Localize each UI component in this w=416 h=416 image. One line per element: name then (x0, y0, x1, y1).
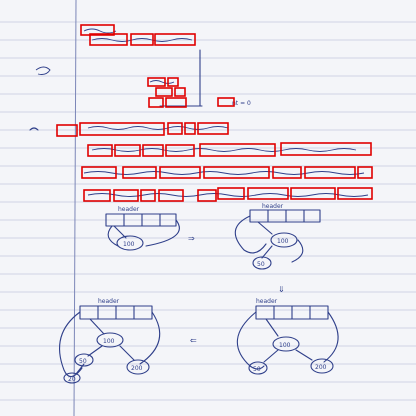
node-200-d-label: 200 (315, 364, 327, 371)
node-100-c-label: 100 (103, 338, 115, 345)
ruled-lines (0, 21, 416, 401)
node-100-a (116, 235, 144, 251)
node-200-c (126, 359, 150, 375)
frag-nt: nt = 0 (232, 100, 251, 107)
header-array-2 (234, 209, 321, 263)
node-200-c-label: 200 (131, 365, 143, 372)
node-100-c (96, 332, 124, 348)
node-100-d (272, 336, 300, 352)
header-array-3 (59, 305, 161, 378)
handwriting-scribbles (35, 28, 369, 197)
header-label-1: header (118, 206, 140, 213)
header-array-4 (236, 305, 339, 370)
arrow-down: ⇓ (278, 285, 285, 294)
node-50-b (252, 256, 272, 270)
node-50-d-label: 50 (253, 366, 261, 373)
node-100-d-label: 100 (279, 342, 291, 349)
node-50-d (248, 361, 268, 375)
margin-line (73, 0, 77, 416)
node-100-b-label: 100 (277, 238, 289, 245)
node-100-b (270, 232, 298, 248)
header-label-3: header (98, 298, 120, 305)
node-50-b-label: 50 (257, 261, 265, 268)
margin-mark (29, 127, 39, 131)
node-200-d (310, 358, 334, 374)
node-20-c (63, 372, 81, 384)
header-array-1 (105, 213, 180, 247)
header-label-4: header (256, 298, 278, 305)
node-50-c-label: 50 (79, 358, 87, 365)
node-50-c (74, 353, 94, 367)
node-20-c-label: 20 (68, 376, 76, 383)
annotation-boxes (56, 24, 373, 202)
arrow-right: ⇒ (188, 234, 195, 243)
arrow-left: ⇐ (190, 336, 197, 345)
node-100-a-label: 100 (123, 241, 135, 248)
header-label-2: header (262, 203, 284, 210)
